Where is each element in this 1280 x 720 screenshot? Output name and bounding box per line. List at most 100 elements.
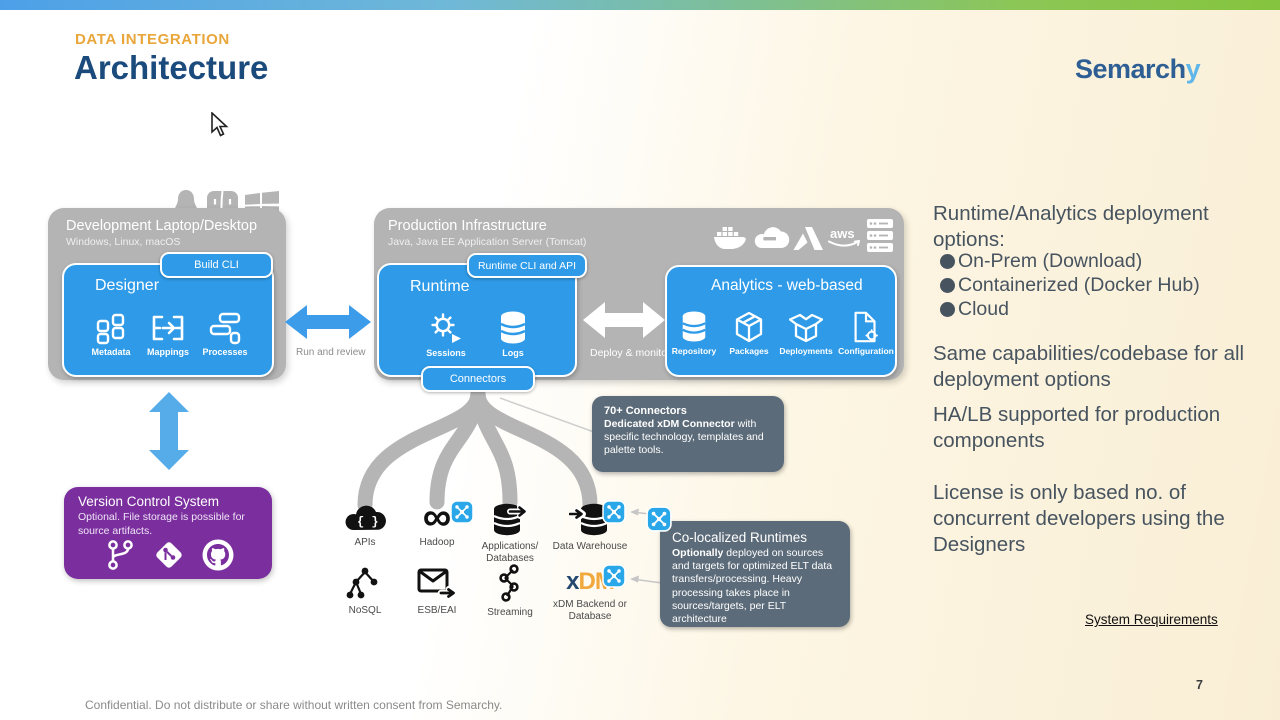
data-warehouse-icon-group: Data Warehouse (548, 502, 632, 553)
deploy-monitor-arrow-icon (583, 302, 665, 338)
aws-icon: aws (828, 226, 860, 247)
aws-text: aws (830, 226, 855, 241)
analytics-title: Analytics - web-based (711, 277, 863, 294)
apis-braces: { } (357, 515, 379, 529)
development-box-title: Development Laptop/Desktop (66, 218, 258, 234)
connectors-callout-text: with specific technology, templates and … (604, 418, 764, 457)
metadata-label: Metadata (91, 347, 131, 357)
metadata-icon (96, 313, 125, 345)
bullet-on-prem: On-Prem (Download) (940, 250, 1142, 273)
repository-icon-group: Repository (666, 310, 722, 356)
hadoop-icon-group: ∞ Hadoop (395, 495, 479, 549)
bullet-dot (940, 278, 955, 293)
vcs-title: Version Control System (78, 494, 220, 509)
vcs-arrow-icon (149, 392, 189, 470)
hadoop-icon: ∞ (422, 495, 452, 539)
processes-icon-group: Processes (195, 311, 255, 357)
vcs-subtitle: Optional. File storage is possible for s… (78, 511, 245, 537)
connectors-callout-body: Dedicated xDM Connector with specific te… (604, 418, 772, 458)
runtime-cli-badge: Runtime CLI and API (467, 253, 587, 278)
sessions-icon (431, 313, 461, 343)
configuration-label: Configuration (838, 346, 894, 356)
development-box-subtitle: Windows, Linux, macOS (66, 236, 181, 248)
streaming-label: Streaming (487, 607, 533, 618)
apis-label: APIs (354, 537, 376, 548)
repository-label: Repository (671, 346, 717, 356)
sessions-label: Sessions (426, 348, 466, 358)
connectors-callout-title: 70+ Connectors (604, 405, 687, 417)
point-license: License is only based no. of concurrent … (933, 481, 1225, 557)
git-branch-icon (108, 540, 133, 570)
runtime-badge-xdm-icon (602, 564, 626, 588)
apis-icon-group: { } APIs (323, 502, 407, 549)
azure-icon (793, 227, 823, 250)
apps-db-icon-group: Applications/ Databases (468, 502, 552, 564)
bullet-on-prem-label: On-Prem (Download) (958, 250, 1143, 272)
esb-eai-icon (417, 568, 457, 601)
bullet-containerized-label: Containerized (Docker Hub) (958, 274, 1200, 296)
esb-eai-label: ESB/EAI (417, 605, 457, 616)
packages-icon-group: Packages (721, 310, 777, 356)
github-icon (202, 539, 234, 571)
logs-icon-group: Logs (483, 310, 543, 358)
logs-icon (500, 311, 526, 344)
bullet-containerized: Containerized (Docker Hub) (940, 274, 1200, 297)
build-cli-label: Build CLI (194, 259, 239, 271)
data-warehouse-label: Data Warehouse (552, 541, 628, 552)
run-review-label: Run and review (296, 347, 366, 358)
nosql-icon (346, 567, 378, 599)
colocalized-callout: Co-localized Runtimes Optionally deploye… (660, 521, 850, 627)
designer-title: Designer (95, 277, 160, 294)
server-rack-icon (867, 219, 893, 252)
runtime-badge-colocalized-icon (646, 506, 672, 532)
production-box-title: Production Infrastructure (388, 218, 547, 234)
logs-label: Logs (502, 348, 524, 358)
bullet-dot (940, 302, 955, 317)
bullet-dot (940, 254, 955, 269)
mappings-icon-group: Mappings (138, 311, 198, 357)
xdm-icon-group: xDM xDM Backend or Database (548, 568, 632, 622)
sessions-icon-group: Sessions (416, 310, 476, 358)
configuration-icon (854, 311, 878, 343)
bullet-cloud-label: Cloud (958, 298, 1009, 320)
system-requirements-link[interactable]: System Requirements (1085, 612, 1218, 627)
deploy-monitor-label: Deploy & monitor (590, 347, 671, 359)
runtime-title: Runtime (410, 278, 470, 295)
page-title: Architecture (74, 49, 269, 86)
top-gradient-bar (0, 0, 1280, 10)
runtime-box (377, 263, 577, 377)
runtime-cli-label: Runtime CLI and API (477, 259, 577, 272)
connectors-callout-bold: Dedicated xDM Connector (604, 418, 735, 430)
packages-label: Packages (729, 346, 769, 356)
deployment-options-heading: Runtime/Analytics deployment options: (933, 202, 1209, 252)
applications-databases-label: Applications/ Databases (481, 541, 539, 564)
bullet-cloud: Cloud (940, 298, 1009, 321)
apis-cloud-icon: { } (345, 505, 386, 531)
production-box-subtitle: Java, Java EE Application Server (Tomcat… (388, 236, 587, 248)
esb-eai-icon-group: ESB/EAI (395, 566, 479, 617)
colocalized-callout-title: Co-localized Runtimes (672, 530, 808, 545)
colocalized-callout-text: deployed on sources and targets for opti… (672, 547, 833, 626)
connectors-label: Connectors (449, 373, 507, 385)
deployments-icon-group: Deployments (778, 310, 834, 356)
connectors-callout: 70+ Connectors Dedicated xDM Connector w… (592, 396, 784, 472)
repository-icon (682, 311, 706, 342)
deployments-icon (789, 313, 823, 343)
confidential-footer: Confidential. Do not distribute or share… (85, 698, 503, 712)
runtime-badge-warehouse-icon (602, 500, 626, 524)
google-cloud-icon (754, 227, 790, 249)
page-number: 7 (1196, 678, 1203, 692)
logo-accent: y (1185, 54, 1201, 84)
mouse-cursor-icon (211, 112, 229, 137)
xdm-logo-x: x (566, 568, 579, 595)
section-eyebrow: DATA INTEGRATION (75, 31, 230, 48)
streaming-icon-group: Streaming (468, 564, 552, 619)
processes-label: Processes (202, 347, 248, 357)
xdm-label: xDM Backend or Database (553, 599, 627, 622)
processes-icon (209, 312, 241, 345)
logo-text: Semarch (1075, 54, 1186, 84)
run-review-arrow-icon (285, 305, 371, 339)
nosql-label: NoSQL (348, 605, 382, 616)
configuration-icon-group: Configuration (838, 310, 894, 356)
